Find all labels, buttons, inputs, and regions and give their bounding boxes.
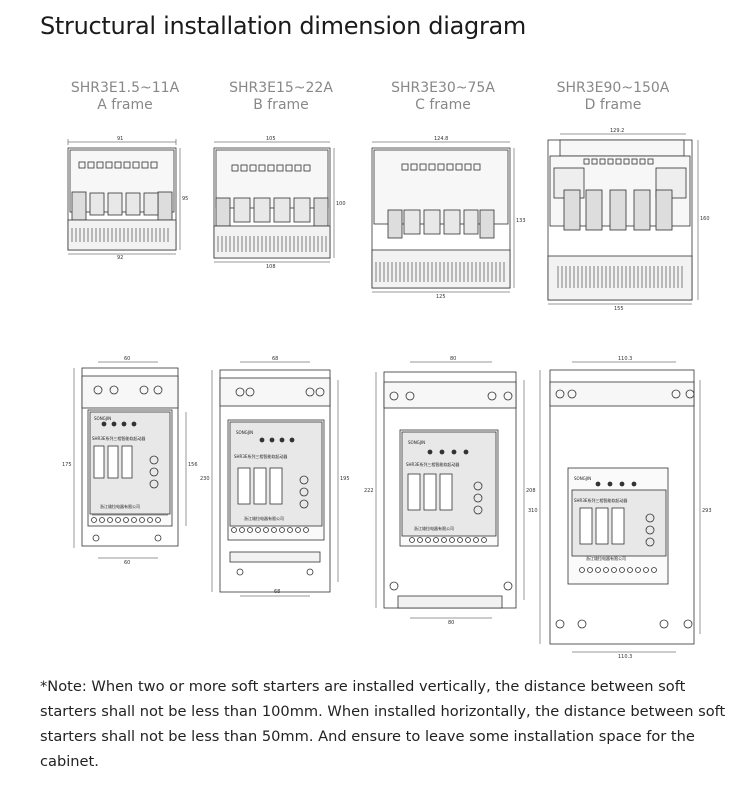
top-view-a-vents	[78, 161, 158, 169]
front-a-side: 156	[188, 462, 198, 468]
front-d-bottom-hole: 110.3	[618, 654, 632, 660]
frame-c-model: SHR3E30~75A	[391, 80, 495, 96]
top-view-b	[213, 141, 335, 263]
frame-label-a: SHR3E1.5~11A A frame	[40, 80, 210, 114]
top-a-height: 95	[182, 196, 188, 202]
front-view-b	[211, 361, 339, 597]
front-a-top-hole: 60	[124, 356, 130, 362]
frame-a-name: A frame	[97, 97, 153, 113]
front-view-c	[375, 361, 525, 619]
frame-label-c: SHR3E30~75A C frame	[358, 80, 528, 114]
top-c-base: 125	[436, 294, 446, 300]
front-b-height: 230	[200, 476, 210, 482]
front-b-bottom-hole: 68	[274, 589, 280, 595]
top-view-a	[67, 139, 181, 255]
top-view-d-vents	[583, 158, 654, 165]
front-view-a	[73, 361, 187, 559]
top-b-base: 108	[266, 264, 276, 270]
front-view-d	[539, 361, 701, 653]
frame-a-model: SHR3E1.5~11A	[70, 80, 180, 96]
top-view-c	[371, 141, 515, 293]
top-view-d	[547, 133, 699, 305]
frame-label-b: SHR3E15~22A B frame	[196, 80, 366, 114]
top-d-base: 155	[614, 306, 624, 312]
front-c-top-hole: 80	[450, 356, 456, 362]
front-a-brand: SONGJIN	[94, 416, 111, 421]
frame-label-d: SHR3E90~150A D frame	[528, 80, 698, 114]
top-view-c-vents	[401, 163, 481, 171]
front-d-series: SHR3E系列三相智能软起动器	[574, 497, 627, 503]
installation-note: *Note: When two or more soft starters ar…	[40, 678, 726, 770]
front-c-brand: SONGJIN	[408, 440, 425, 445]
front-b-brand: SONGJIN	[236, 430, 253, 435]
front-c-series: SHR3E系列三相智能软起动器	[406, 461, 459, 467]
front-c-height: 222	[364, 488, 374, 494]
front-c-bottom-hole: 80	[448, 620, 454, 626]
top-c-height: 133	[516, 218, 526, 224]
front-b-top-hole: 68	[272, 356, 278, 362]
top-a-width: 91	[117, 136, 123, 142]
frame-d-name: D frame	[584, 97, 642, 113]
page-title: Structural installation dimension diagra…	[40, 12, 527, 40]
frame-c-name: C frame	[415, 97, 471, 113]
frame-b-model: SHR3E15~22A	[229, 80, 333, 96]
front-a-bottom-hole: 60	[124, 560, 130, 566]
front-b-series: SHR3E系列三相智能软起动器	[234, 453, 287, 459]
top-d-width: 129.2	[610, 128, 624, 134]
top-d-height: 160	[700, 216, 710, 222]
front-d-side: 293	[702, 508, 712, 514]
front-c-side: 208	[526, 488, 536, 494]
front-b-side: 195	[340, 476, 350, 482]
top-b-width: 105	[266, 136, 276, 142]
front-a-height: 175	[62, 462, 72, 468]
top-b-height: 100	[336, 201, 346, 207]
front-d-brand: SONGJIN	[574, 476, 591, 481]
top-c-width: 124.8	[434, 136, 448, 142]
front-d-company: 浙江雄拉电器有限公司	[586, 555, 626, 561]
front-b-company: 浙江雄拉电器有限公司	[244, 515, 284, 521]
front-a-company: 浙江雄拉电器有限公司	[100, 503, 140, 509]
front-c-company: 浙江雄拉电器有限公司	[414, 525, 454, 531]
frame-b-name: B frame	[253, 97, 309, 113]
top-a-base: 92	[117, 255, 123, 261]
frame-d-model: SHR3E90~150A	[556, 80, 670, 96]
top-view-b-vents	[231, 164, 311, 172]
front-d-top-hole: 110.3	[618, 356, 632, 362]
front-a-series: SHR3E系列三相智能软起动器	[92, 435, 145, 441]
front-d-height: 310	[528, 508, 538, 514]
